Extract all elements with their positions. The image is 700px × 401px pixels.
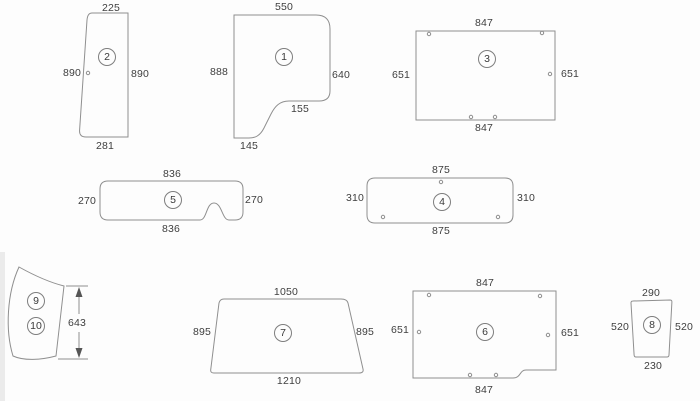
- panel-3-dim-right: 651: [560, 68, 580, 80]
- panel-10-number: 10: [27, 317, 45, 335]
- panel-8-dim-left: 520: [610, 321, 630, 333]
- panel-2-dim-left: 890: [62, 67, 82, 79]
- panel-1-dim-left: 888: [209, 66, 229, 78]
- panel-6-dim-right: 651: [560, 327, 580, 339]
- panel-5-dim-left: 270: [77, 195, 97, 207]
- panel-4-outline: [366, 177, 514, 224]
- panel-3-dim-bottom: 847: [474, 122, 494, 134]
- panel-4-dim-left: 310: [345, 192, 365, 204]
- panel-2-outline: [79, 12, 129, 138]
- panel-6-number: 6: [476, 323, 494, 341]
- panel-6-hole: [537, 293, 543, 299]
- panel-4-hole: [380, 214, 386, 220]
- panel-6-hole: [426, 292, 432, 298]
- panel-7-outline: [210, 298, 364, 374]
- panel-7-number: 7: [274, 324, 292, 342]
- scan-artifact: [0, 252, 5, 401]
- panel-1-dim-step: 155: [290, 103, 310, 115]
- panel-1-dim-bottom: 145: [239, 140, 259, 152]
- panel-2-dim-top: 225: [101, 2, 121, 14]
- panel-3-hole: [492, 114, 498, 120]
- panel-4-hole: [495, 214, 501, 220]
- panel-4-hole: [438, 179, 444, 185]
- panel-9-number: 9: [27, 292, 45, 310]
- panel-8-dim-top: 290: [641, 287, 661, 299]
- panel-1-outline: [233, 14, 331, 139]
- panel-2-number: 2: [98, 48, 116, 66]
- panel-7-dim-left: 895: [192, 326, 212, 338]
- panel-6-dim-bottom: 847: [474, 384, 494, 396]
- panel-6-hole: [416, 329, 422, 335]
- panel-5-dim-right: 270: [244, 194, 264, 206]
- panel-3-hole: [468, 114, 474, 120]
- panel-5-number: 5: [164, 191, 182, 209]
- panel-9-10-outline: [7, 266, 65, 360]
- panel-3-hole: [547, 71, 553, 77]
- panel-2-dim-right: 890: [130, 68, 150, 80]
- panel-8-dim-right: 520: [674, 321, 694, 333]
- panel-4-dim-right: 310: [516, 192, 536, 204]
- panel-3-number: 3: [478, 50, 496, 68]
- panel-5-outline: [99, 180, 244, 221]
- panel-6-dim-top: 847: [475, 277, 495, 289]
- panel-6-outline: [412, 290, 557, 379]
- panel-6-hole: [493, 372, 499, 378]
- panel-8-outline: [630, 299, 673, 358]
- panel-8-dim-bottom: 230: [643, 360, 663, 372]
- panel-7-dim-right: 895: [355, 326, 375, 338]
- panel-1-dim-top: 550: [274, 1, 294, 13]
- panel-6-hole: [467, 372, 473, 378]
- panel-5-dim-top: 836: [162, 168, 182, 180]
- panel-3-dim-left: 651: [391, 69, 411, 81]
- panel-6-hole: [545, 332, 551, 338]
- panel-3-outline: [415, 30, 556, 121]
- panel-8-number: 8: [643, 316, 661, 334]
- panel-2-hole: [85, 70, 91, 76]
- panel-2-dim-bottom: 281: [95, 140, 115, 152]
- panel-7-dim-top: 1050: [273, 286, 299, 298]
- panel-9-10-dim-height: 643: [67, 317, 87, 329]
- panel-4-dim-bottom: 875: [431, 225, 451, 237]
- panel-4-number: 4: [433, 193, 451, 211]
- panel-3-dim-top: 847: [474, 17, 494, 29]
- panel-5-dim-bottom: 836: [161, 223, 181, 235]
- arrow-down-icon: [75, 348, 83, 358]
- panel-3-hole: [426, 31, 432, 37]
- panel-7-dim-bottom: 1210: [276, 375, 302, 387]
- panel-4-dim-top: 875: [431, 164, 451, 176]
- panel-1-number: 1: [275, 48, 293, 66]
- arrow-up-icon: [75, 287, 83, 297]
- panel-6-dim-left: 651: [390, 324, 410, 336]
- panel-1-dim-right: 640: [331, 69, 351, 81]
- panel-3-hole: [539, 30, 545, 36]
